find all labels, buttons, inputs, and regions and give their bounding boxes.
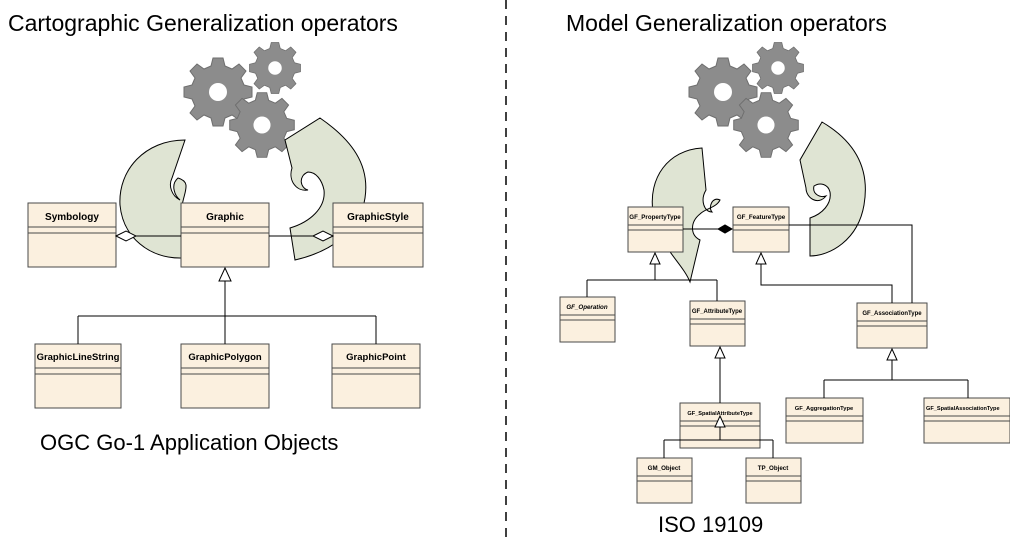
svg-text:GF_PropertyType: GF_PropertyType bbox=[629, 214, 681, 221]
gear-icon bbox=[229, 92, 295, 158]
generalization-tree-left bbox=[77, 266, 377, 344]
svg-text:Graphic: Graphic bbox=[206, 212, 244, 223]
svg-text:GF_AssociationType: GF_AssociationType bbox=[862, 311, 922, 317]
circular-arrow-icon bbox=[799, 121, 866, 257]
svg-text:GF_AggregationType: GF_AggregationType bbox=[795, 406, 854, 412]
class-graphic-style: GraphicStyle bbox=[332, 202, 424, 268]
svg-text:Symbology: Symbology bbox=[45, 212, 99, 223]
svg-text:GraphicStyle: GraphicStyle bbox=[347, 212, 409, 223]
class-graphic-polygon: GraphicPolygon bbox=[180, 343, 270, 409]
right-title: Model Generalization operators bbox=[566, 10, 887, 36]
right-caption: ISO 19109 bbox=[658, 512, 763, 537]
left-title: Cartographic Generalization operators bbox=[8, 10, 398, 36]
svg-text:GM_Object: GM_Object bbox=[648, 465, 681, 472]
svg-text:TP_Object: TP_Object bbox=[758, 465, 789, 472]
gear-icon bbox=[752, 42, 804, 94]
class-gf-aggregation-type: GF_AggregationType bbox=[785, 397, 864, 444]
svg-text:GraphicPoint: GraphicPoint bbox=[346, 352, 406, 363]
svg-text:GF_SpatialAttributeType: GF_SpatialAttributeType bbox=[687, 411, 752, 417]
class-gf-property-type: GF_PropertyType bbox=[627, 206, 684, 253]
generalization-spatialattributetype bbox=[663, 414, 774, 458]
svg-text:GraphicLineString: GraphicLineString bbox=[37, 352, 120, 363]
svg-text:GF_FeatureType: GF_FeatureType bbox=[737, 214, 786, 221]
class-gf-feature-type: GF_FeatureType bbox=[732, 206, 790, 253]
generalization-attributetype bbox=[714, 345, 726, 403]
composition-propertytype-featuretype bbox=[683, 224, 734, 234]
svg-text:GraphicPolygon: GraphicPolygon bbox=[188, 352, 262, 363]
class-graphic-point: GraphicPoint bbox=[331, 343, 421, 409]
svg-text:GF_SpatialAssociationType: GF_SpatialAssociationType bbox=[926, 406, 1000, 412]
gear-icon bbox=[733, 92, 799, 158]
association-featuretype-associationtype bbox=[789, 224, 913, 303]
gear-icon bbox=[249, 42, 301, 94]
class-gf-spatial-association-type: GF_SpatialAssociationType bbox=[923, 397, 1010, 444]
generalization-associationtype bbox=[823, 347, 969, 398]
class-symbology: Symbology bbox=[27, 202, 117, 268]
generalization-propertytype bbox=[586, 251, 718, 301]
class-tp-object: TP_Object bbox=[745, 457, 802, 504]
class-gf-operation: GF_Operation bbox=[559, 296, 616, 343]
svg-text:GF_Operation: GF_Operation bbox=[566, 304, 607, 311]
left-caption: OGC Go-1 Application Objects bbox=[40, 430, 338, 455]
class-gf-association-type: GF_AssociationType bbox=[856, 302, 928, 349]
svg-text:GF_AttributeType: GF_AttributeType bbox=[692, 309, 743, 315]
generalization-featuretype bbox=[755, 251, 893, 303]
class-gm-object: GM_Object bbox=[636, 457, 693, 504]
association-symbology-graphic bbox=[114, 230, 181, 242]
class-graphic: Graphic bbox=[180, 202, 270, 268]
association-graphic-graphicstyle bbox=[269, 230, 335, 242]
class-gf-attribute-type: GF_AttributeType bbox=[689, 300, 746, 347]
class-graphic-line-string: GraphicLineString bbox=[34, 343, 122, 409]
